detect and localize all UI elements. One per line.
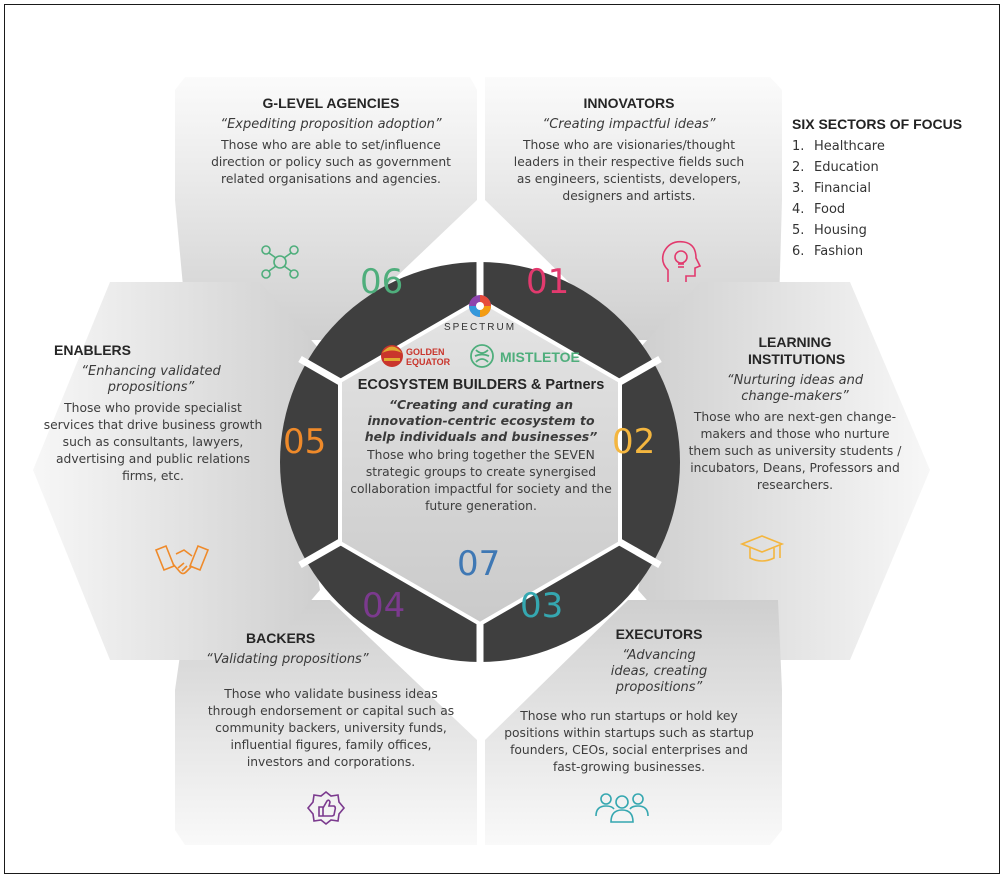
graduation-cap-icon bbox=[739, 535, 785, 562]
group-tagline: “Enhancing validated propositions” bbox=[81, 364, 221, 395]
number-02: 02 bbox=[612, 422, 656, 462]
center-block: ECOSYSTEM BUILDERS & Partners “Creating … bbox=[350, 377, 612, 515]
number-06: 06 bbox=[360, 262, 404, 302]
group-title: G-LEVEL AGENCIES bbox=[262, 95, 400, 111]
group-02-learning-institutions: LEARNING INSTITUTIONS “Nurturing ideas a… bbox=[688, 334, 902, 494]
group-title: BACKERS bbox=[246, 630, 316, 646]
group-04-backers: BACKERS “Validating propositions” Those … bbox=[196, 630, 466, 771]
hexagon-06 bbox=[175, 77, 477, 340]
center-description: Those who bring together the SEVEN strat… bbox=[350, 448, 612, 513]
sectors-list: 1.Healthcare 2.Education 3.Financial 4.F… bbox=[792, 136, 962, 262]
mistletoe-logo-text: MISTLETOE bbox=[500, 349, 580, 365]
hexagon-02 bbox=[638, 282, 930, 660]
hexagon-01 bbox=[485, 77, 782, 340]
group-title: EXECUTORS bbox=[615, 626, 703, 642]
group-tagline: “Advancing ideas, creating propositions” bbox=[610, 648, 708, 695]
center-hexagon bbox=[338, 297, 622, 627]
group-tagline: “Validating propositions” bbox=[206, 652, 369, 667]
group-description: Those who are able to set/influence dire… bbox=[211, 138, 451, 186]
head-lightbulb-icon bbox=[661, 240, 702, 282]
equator-text: EQUATOR bbox=[406, 357, 451, 367]
sectors-heading: SIX SECTORS OF FOCUS bbox=[792, 116, 963, 132]
group-06-g-level-agencies: G-LEVEL AGENCIES “Expediting proposition… bbox=[196, 95, 466, 188]
number-03: 03 bbox=[520, 586, 564, 626]
spectrum-logo-icon bbox=[469, 295, 491, 317]
group-tagline: “Expediting proposition adoption” bbox=[220, 117, 442, 132]
number-04: 04 bbox=[362, 586, 406, 626]
sector-item: 2.Education bbox=[792, 160, 879, 175]
spectrum-logo-text: SPECTRUM bbox=[443, 322, 517, 333]
center-title: ECOSYSTEM BUILDERS & Partners bbox=[357, 377, 605, 393]
group-title: LEARNING INSTITUTIONS bbox=[748, 334, 846, 367]
group-description: Those who run startups or hold key posit… bbox=[504, 709, 754, 774]
group-05-enablers: ENABLERS “Enhancing validated propositio… bbox=[42, 342, 264, 485]
group-description: Those who are visionaries/thought leader… bbox=[513, 138, 745, 203]
diagram-frame bbox=[4, 4, 1000, 874]
group-tagline: “Nurturing ideas and change-makers” bbox=[726, 373, 864, 404]
group-description: Those who are next-gen change-makers and… bbox=[688, 410, 902, 492]
hexagon-04 bbox=[175, 600, 477, 845]
hexagon-05 bbox=[33, 282, 320, 660]
sector-item: 4.Food bbox=[792, 202, 846, 217]
hexagon-03 bbox=[485, 600, 782, 845]
group-tagline: “Creating impactful ideas” bbox=[542, 117, 716, 132]
network-icon bbox=[261, 245, 299, 279]
sectors-panel: SIX SECTORS OF FOCUS 1.Healthcare 2.Educ… bbox=[792, 116, 962, 262]
group-description: Those who provide specialist services th… bbox=[43, 401, 263, 483]
group-title: ENABLERS bbox=[54, 342, 132, 358]
sector-item: 6.Fashion bbox=[792, 244, 864, 259]
golden-equator-logo-text: GOLDEN EQUATOR bbox=[406, 347, 450, 367]
golden-equator-logo-icon bbox=[381, 345, 403, 367]
mistletoe-logo-icon bbox=[470, 344, 494, 368]
sector-item: 5.Housing bbox=[792, 223, 867, 238]
center-tagline: “Creating and curating an innovation-cen… bbox=[364, 397, 598, 444]
group-description: Those who validate business ideas throug… bbox=[207, 687, 455, 769]
number-05: 05 bbox=[283, 422, 327, 462]
number-07: 07 bbox=[457, 544, 501, 584]
group-01-innovators: INNOVATORS “Creating impactful ideas” Th… bbox=[494, 95, 764, 205]
sector-item: 1.Healthcare bbox=[792, 139, 885, 154]
handshake-icon bbox=[154, 544, 210, 575]
group-03-executors: EXECUTORS “Advancing ideas, creating pro… bbox=[494, 626, 764, 776]
sector-item: 3.Financial bbox=[792, 181, 871, 196]
golden-text: GOLDEN bbox=[406, 347, 445, 357]
team-icon bbox=[595, 793, 649, 823]
group-title: INNOVATORS bbox=[583, 95, 675, 111]
thumbs-up-badge-icon bbox=[306, 790, 346, 826]
number-01: 01 bbox=[526, 262, 570, 302]
